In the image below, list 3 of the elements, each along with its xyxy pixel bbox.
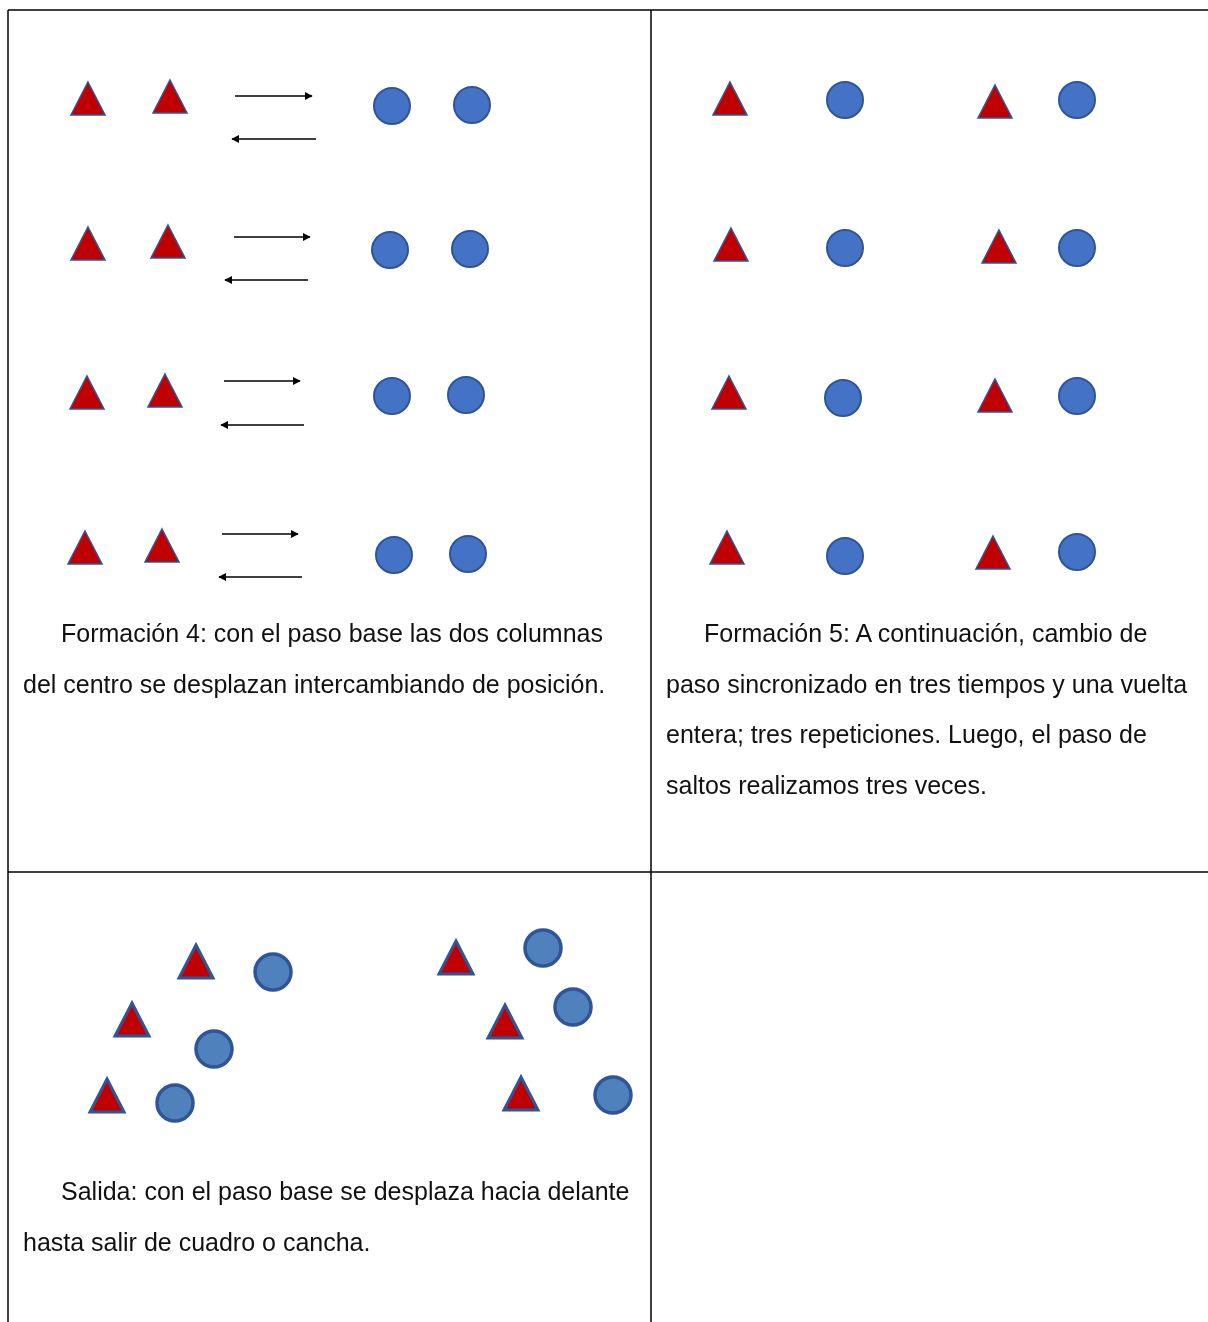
caption-text: Salida: con el paso base se desplaza hacia delante hasta salir de cuadro o cancha. (23, 1176, 631, 1258)
caption-text: Formación 5: A continuación, cambio de paso sincronizado en tres tiempos y una vuelta entera; tres repeticiones. Luego, el paso de saltos realizamos tres veces. (666, 618, 1189, 801)
caption-text: Formación 4: con el paso base las dos columnas del centro se desplazan intercambiando de posición. (23, 618, 607, 700)
